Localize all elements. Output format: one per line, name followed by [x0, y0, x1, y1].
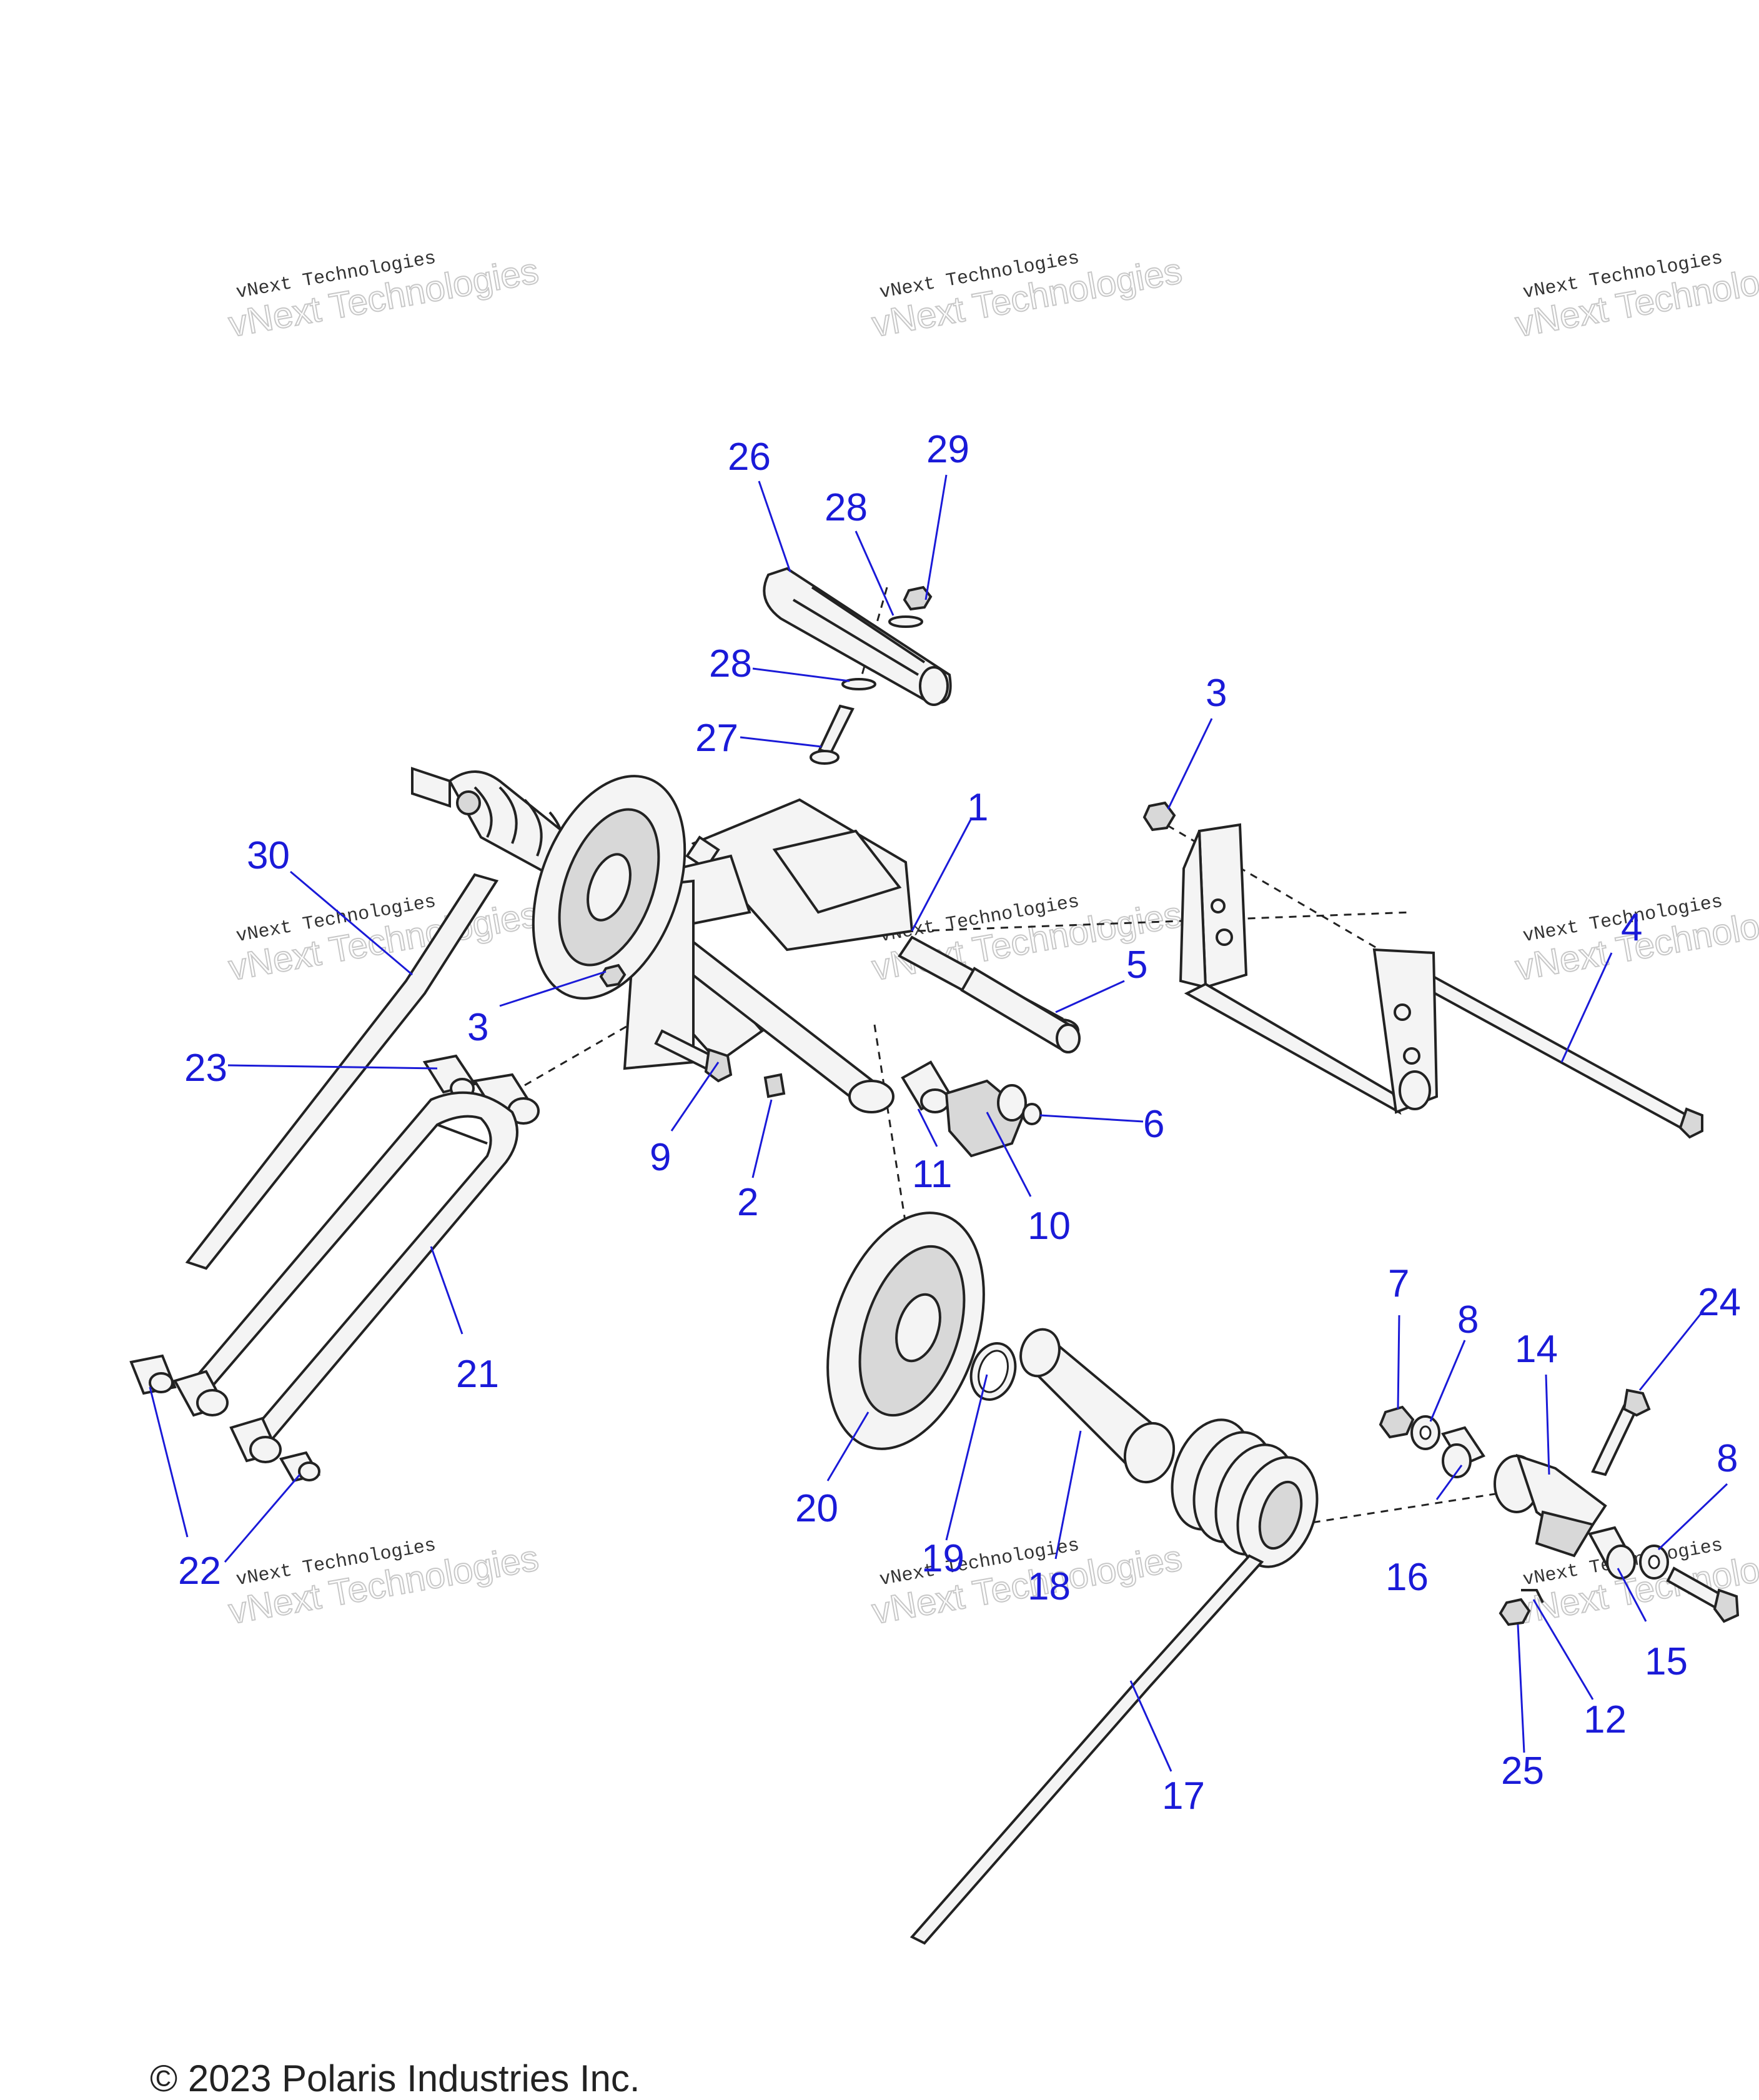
part-4-long-bolt [1416, 970, 1703, 1139]
copyright-footer: © 2023 Polaris Industries Inc. [150, 2058, 640, 2099]
callout-25: 25 [1501, 1749, 1544, 1793]
callout-14: 14 [1515, 1328, 1558, 1371]
watermark: vNext Technologies vNext Technologies [868, 1535, 1186, 1633]
part-5-shaft [960, 967, 1081, 1053]
callout-6: 6 [1143, 1103, 1164, 1146]
callout-4: 4 [1621, 906, 1642, 949]
part-19-o-ring [969, 1342, 1017, 1401]
part-28-washer [841, 615, 923, 690]
part-3-nut [599, 801, 1176, 988]
part-21-u-bracket [185, 1091, 518, 1445]
callout-3a: 3 [1206, 672, 1227, 715]
part-18-bushing [1019, 1328, 1176, 1484]
right-bolt [1666, 1566, 1740, 1623]
part-25-nut [1499, 1598, 1531, 1626]
part-6-o-ring [1022, 1103, 1042, 1125]
callout-7: 7 [1388, 1262, 1409, 1305]
callout-28b: 28 [709, 642, 752, 685]
part-9-bolt [654, 1029, 733, 1083]
part-30-rod [185, 873, 499, 1270]
callout-28a: 28 [825, 486, 868, 529]
callout-11: 11 [912, 1153, 952, 1196]
part-12-clip [1521, 1589, 1544, 1603]
leader-lines [149, 474, 1728, 1772]
part-22-bushing [129, 1354, 321, 1483]
callout-19: 19 [921, 1537, 964, 1580]
watermark: vNext Technologies vNext Technologies [1512, 248, 1759, 346]
callout-10: 10 [1028, 1205, 1071, 1248]
callout-3b: 3 [467, 1006, 488, 1049]
callout-12: 12 [1583, 1698, 1627, 1741]
part-24-bolt [1591, 1388, 1651, 1476]
callout-20: 20 [795, 1487, 838, 1530]
callout-21: 21 [456, 1353, 499, 1396]
part-15-bushing [1588, 1526, 1636, 1580]
part-2-grease-fitting [763, 1073, 786, 1098]
part-26-handle [763, 567, 952, 706]
callout-18: 18 [1028, 1565, 1071, 1608]
part-7-nut [1379, 1405, 1415, 1439]
callout-2: 2 [737, 1181, 758, 1224]
callout-8b: 8 [1717, 1437, 1738, 1480]
watermark: vNext Technologies vNext Technologies [868, 248, 1186, 346]
callout-17: 17 [1162, 1774, 1205, 1818]
watermark: vNext Technologies vNext Technologies [225, 248, 542, 346]
part-14-pivot [1494, 1453, 1607, 1558]
part-8-washer [1410, 1415, 1669, 1580]
part-16-bushing [1440, 1426, 1485, 1478]
callout-24: 24 [1698, 1281, 1741, 1324]
part-20-pulley [826, 1212, 985, 1450]
callout-30: 30 [247, 834, 290, 877]
callout-9: 9 [650, 1136, 671, 1179]
callout-26: 26 [728, 435, 771, 479]
callout-16: 16 [1385, 1556, 1429, 1599]
callout-5: 5 [1126, 943, 1147, 987]
part-11-bushing [901, 1060, 951, 1113]
part-17-spring [909, 1418, 1319, 1945]
callout-1: 1 [967, 786, 988, 829]
part-29-nut [903, 585, 933, 611]
part-1-left-pulley-and-spring [411, 767, 686, 1000]
part-10-cap [944, 1079, 1027, 1158]
watermark: vNext Technologies vNext Technologies [225, 1535, 542, 1633]
callout-29: 29 [926, 428, 969, 471]
callout-8a: 8 [1457, 1298, 1479, 1341]
mounting-bracket [1179, 823, 1439, 1115]
callout-23: 23 [184, 1047, 227, 1090]
watermark: vNext Technologies vNext Technologies [225, 892, 542, 989]
callout-labels: 1 2 3 3 4 5 6 7 8 8 9 10 11 12 14 15 16 … [178, 428, 1741, 1818]
part-27-bolt [810, 704, 855, 765]
callout-27: 27 [695, 717, 738, 760]
callout-15: 15 [1645, 1640, 1688, 1683]
callout-22: 22 [178, 1550, 221, 1593]
